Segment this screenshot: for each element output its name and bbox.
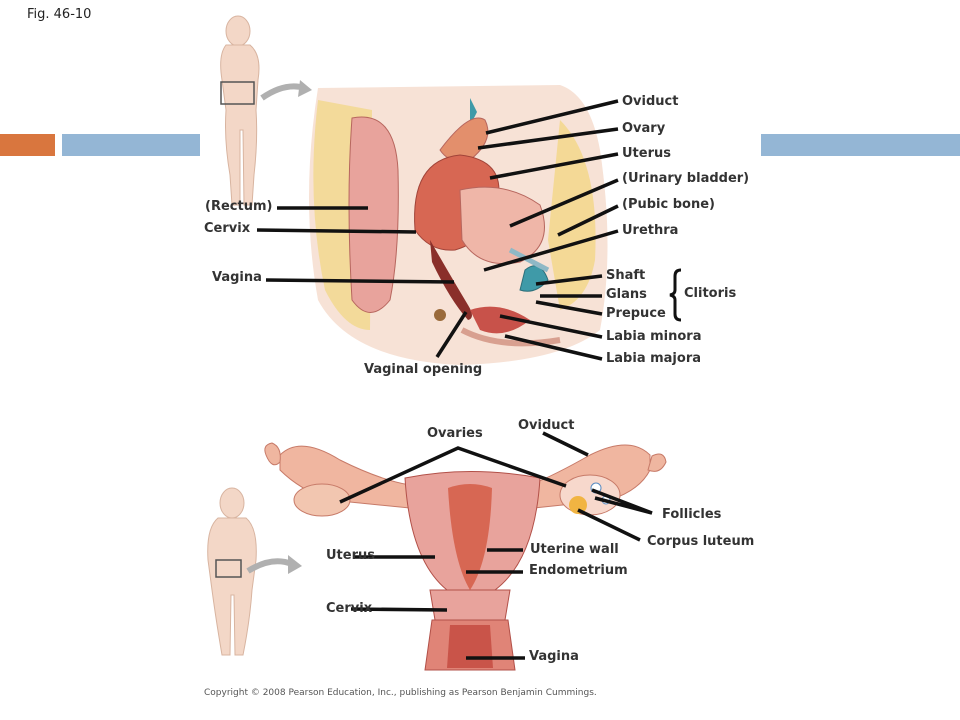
top-focus-box bbox=[220, 81, 255, 105]
label-urethra: Urethra bbox=[622, 223, 679, 238]
sagittal-section-illustration bbox=[309, 85, 608, 365]
top-zoom-arrowhead bbox=[298, 80, 312, 97]
label-rectum: (Rectum) bbox=[205, 199, 273, 214]
label-vaginal-opening: Vaginal opening bbox=[364, 362, 483, 377]
label-pubic-bone: (Pubic bone) bbox=[622, 197, 715, 212]
label-uterus-top: Uterus bbox=[622, 146, 671, 161]
bottom-leader-lines bbox=[339, 431, 653, 660]
clitoris-bracket bbox=[669, 268, 682, 322]
bottom-focus-box bbox=[215, 559, 242, 578]
label-oviduct: Oviduct bbox=[622, 94, 679, 109]
label-cervix-bottom: Cervix bbox=[326, 601, 373, 616]
figure-label: Fig. 46-10 bbox=[27, 7, 92, 22]
accent-bar-orange bbox=[0, 134, 55, 156]
label-uterine-wall: Uterine wall bbox=[530, 542, 619, 557]
label-cervix-top: Cervix bbox=[204, 221, 251, 236]
accent-bar-blue-left bbox=[62, 134, 200, 156]
label-corpus-luteum: Corpus luteum bbox=[647, 534, 755, 549]
label-labia-minora: Labia minora bbox=[606, 329, 702, 344]
top-leader-lines bbox=[256, 99, 619, 361]
frontal-uterus-illustration bbox=[264, 442, 667, 671]
label-labia-majora: Labia majora bbox=[606, 351, 702, 366]
top-human-silhouette bbox=[220, 15, 260, 206]
label-shaft: Shaft bbox=[606, 268, 646, 283]
label-urinary-bladder: (Urinary bladder) bbox=[622, 171, 750, 186]
label-vagina-bottom: Vagina bbox=[529, 649, 579, 664]
accent-bar-blue-right bbox=[761, 134, 960, 156]
label-clitoris: Clitoris bbox=[684, 286, 737, 301]
label-vagina-top: Vagina bbox=[212, 270, 262, 285]
label-follicles: Follicles bbox=[662, 507, 722, 522]
label-uterus-bottom: Uterus bbox=[326, 548, 375, 563]
copyright-notice: Copyright © 2008 Pearson Education, Inc.… bbox=[204, 688, 597, 698]
label-ovary: Ovary bbox=[622, 121, 666, 136]
label-ovaries: Ovaries bbox=[427, 426, 483, 441]
bottom-zoom-arrowhead bbox=[288, 555, 302, 574]
label-prepuce: Prepuce bbox=[606, 306, 666, 321]
bottom-human-silhouette bbox=[207, 487, 257, 656]
label-glans: Glans bbox=[606, 287, 647, 302]
label-endometrium: Endometrium bbox=[529, 563, 628, 578]
label-oviduct-bottom: Oviduct bbox=[518, 418, 575, 433]
